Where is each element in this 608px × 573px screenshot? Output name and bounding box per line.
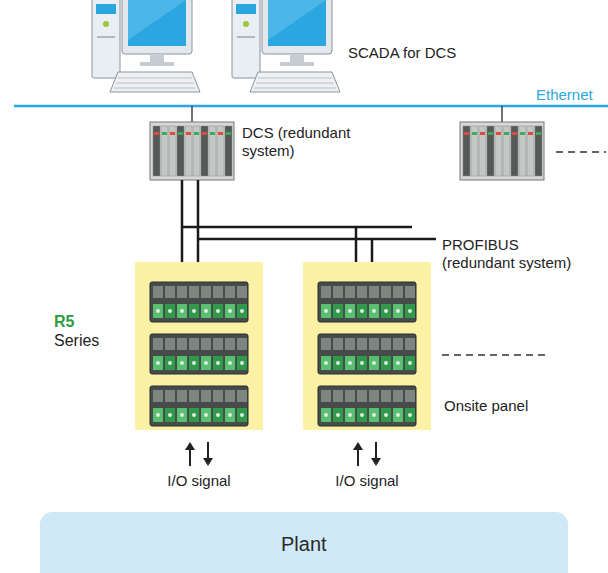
pc-icon [92, 0, 200, 92]
plant-label: Plant [281, 532, 327, 556]
label: PROFIBUS (redundant system) [442, 236, 575, 272]
dcs-rack [150, 122, 234, 180]
rack-link [501, 106, 503, 122]
label: I/O signal [335, 472, 398, 490]
label: I/O signal [167, 472, 230, 490]
r5-module [150, 282, 248, 322]
label: Ethernet [536, 86, 593, 104]
arrow-up [185, 442, 195, 466]
onsite-panel [303, 262, 431, 430]
label: R5 [54, 313, 74, 331]
profibus-wires [182, 180, 436, 262]
plant-box: Plant [40, 512, 568, 573]
arrow-down [203, 442, 213, 466]
r5-module [318, 386, 416, 426]
pc-icon [232, 0, 340, 92]
label: Onsite panel [444, 397, 528, 415]
continuation-dash [556, 151, 606, 153]
node-label: DCS (redundant system) [242, 124, 375, 160]
arrow-down [371, 442, 381, 466]
ethernet-line [14, 105, 608, 108]
r5-module [318, 334, 416, 374]
r5-module [150, 386, 248, 426]
arrow-up [353, 442, 363, 466]
r5-module [318, 282, 416, 322]
r5-module [150, 334, 248, 374]
label: Series [54, 332, 99, 350]
dcs-rack [460, 122, 544, 180]
dcs-node: DCS (redundant system) [150, 122, 234, 180]
onsite-panel [135, 262, 263, 430]
rack-link [191, 106, 193, 122]
continuation-dash [442, 354, 546, 356]
label: SCADA for DCS [348, 44, 456, 62]
